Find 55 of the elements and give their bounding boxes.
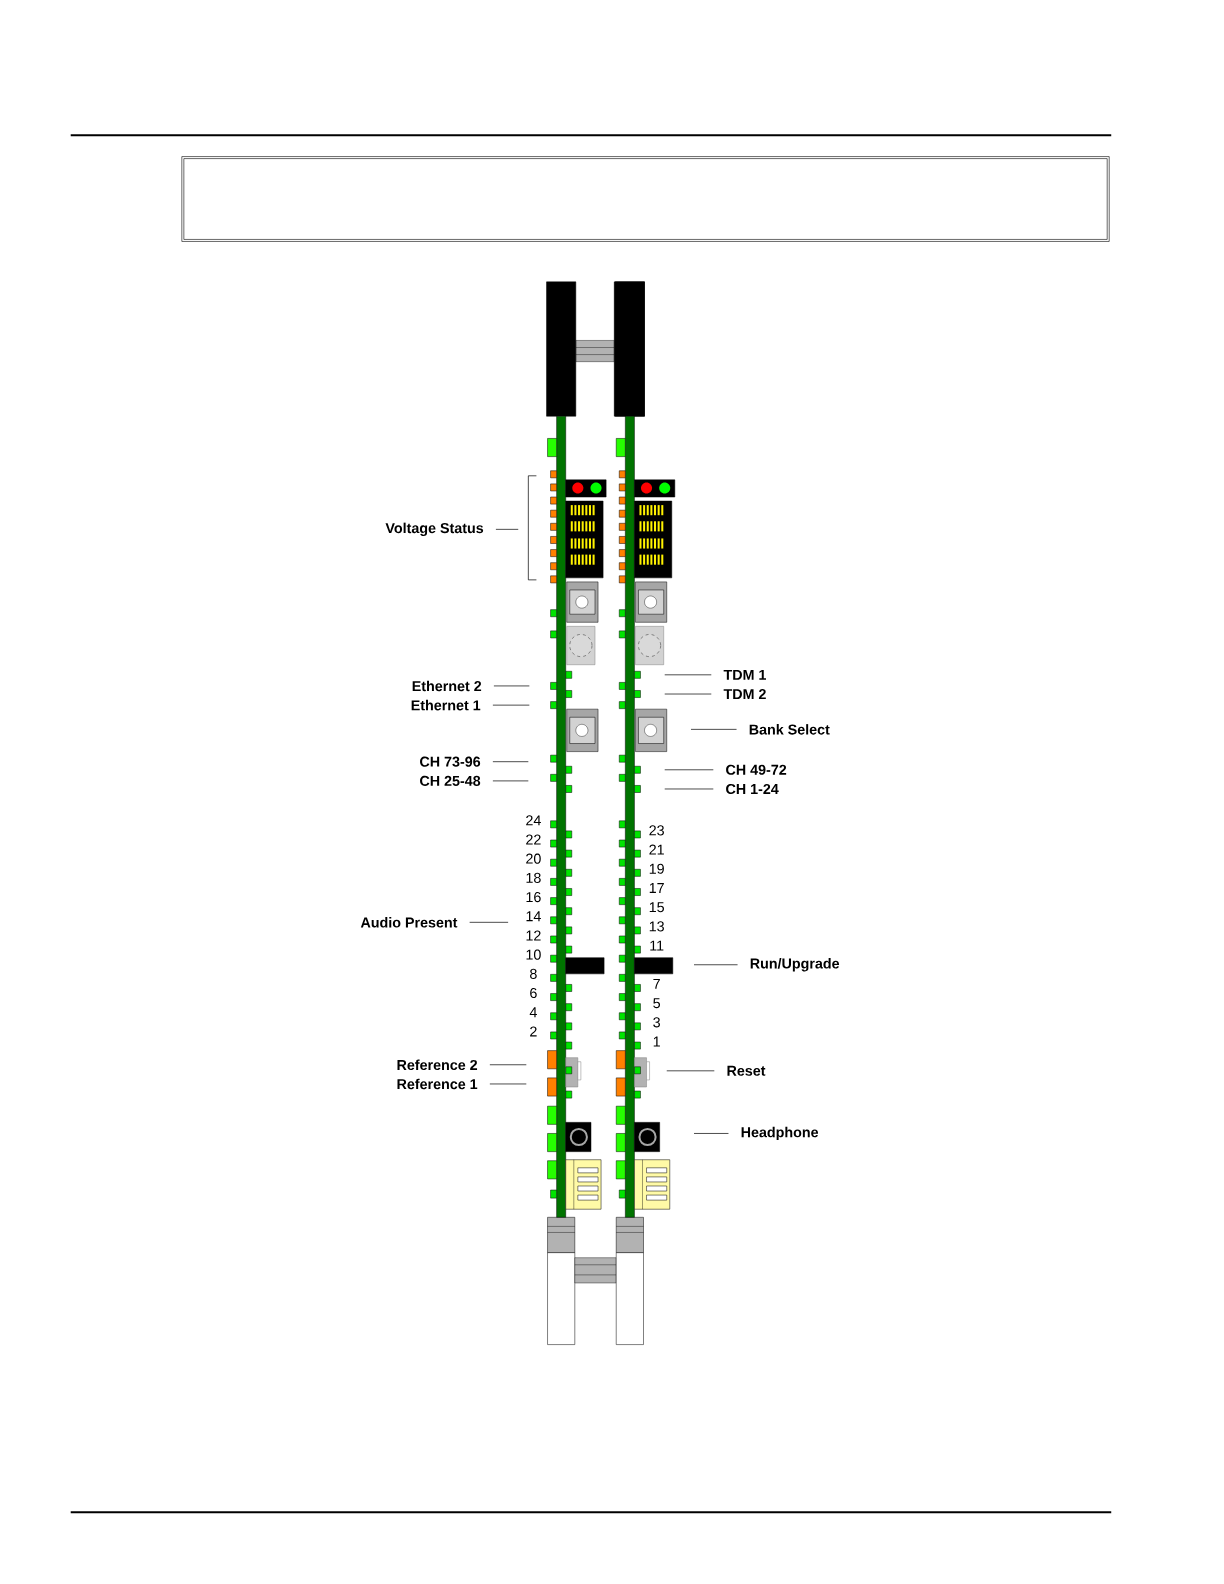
- callout-label: Bank Select: [749, 724, 830, 735]
- callout-label: Reset: [727, 1065, 766, 1076]
- channel-number: 10: [526, 949, 541, 960]
- channel-number: 5: [653, 998, 660, 1009]
- channel-number: 15: [649, 902, 664, 913]
- channel-number: 11: [650, 940, 664, 951]
- channel-number: 19: [649, 863, 664, 874]
- callout-label: Reference 2: [397, 1059, 477, 1070]
- callout-label: TDM 1: [723, 669, 766, 680]
- callout-label: CH 25-48: [419, 775, 481, 786]
- channel-number: 18: [526, 872, 541, 883]
- callout-label: Run/Upgrade: [750, 958, 839, 972]
- leader-line: [693, 964, 738, 966]
- leader-line: [693, 1133, 729, 1134]
- channel-number: 1: [653, 1036, 660, 1047]
- leader-line: [690, 729, 737, 730]
- callout-label: Audio Present: [360, 917, 458, 928]
- leader-line: [489, 1083, 527, 1085]
- callout-label: Ethernet 2: [412, 680, 481, 692]
- channel-number: 24: [526, 815, 541, 826]
- channel-number: 16: [526, 892, 541, 903]
- callout-label: CH 1-24: [725, 783, 779, 795]
- channel-number: 7: [653, 979, 660, 989]
- channel-number: 3: [653, 1017, 660, 1028]
- leader-line: [664, 674, 712, 676]
- leader-line: [495, 529, 519, 530]
- callout-label: Voltage Status: [385, 522, 483, 537]
- channel-number: 14: [526, 911, 541, 922]
- channel-number: 2: [529, 1026, 537, 1037]
- channel-number: 17: [649, 883, 664, 893]
- leader-line: [492, 761, 529, 763]
- callout-label: CH 73-96: [419, 756, 480, 767]
- channel-number: 4: [529, 1007, 537, 1018]
- callout-label: TDM 2: [723, 689, 766, 699]
- channel-number: 6: [529, 987, 537, 999]
- callout-label: CH 49-72: [725, 764, 786, 775]
- leader-line: [664, 693, 712, 695]
- channel-number: 22: [526, 834, 541, 845]
- leader-line: [493, 685, 530, 687]
- leader-line: [489, 1064, 527, 1066]
- channel-number: 12: [526, 930, 541, 941]
- callout-label: Ethernet 1: [411, 699, 481, 711]
- callout-label: Reference 1: [397, 1078, 478, 1090]
- leader-line: [664, 788, 714, 790]
- channel-number: 8: [529, 968, 537, 979]
- leader-line: [666, 1070, 715, 1072]
- channel-number: 21: [649, 844, 664, 855]
- leader-line: [492, 704, 530, 706]
- leader-line: [469, 922, 509, 923]
- channel-number: 13: [649, 921, 664, 932]
- callout-label: Headphone: [741, 1126, 818, 1141]
- leader-line: [492, 780, 529, 782]
- leader-line: [664, 769, 714, 771]
- channel-number: 20: [526, 853, 541, 864]
- channel-number: 23: [649, 825, 664, 836]
